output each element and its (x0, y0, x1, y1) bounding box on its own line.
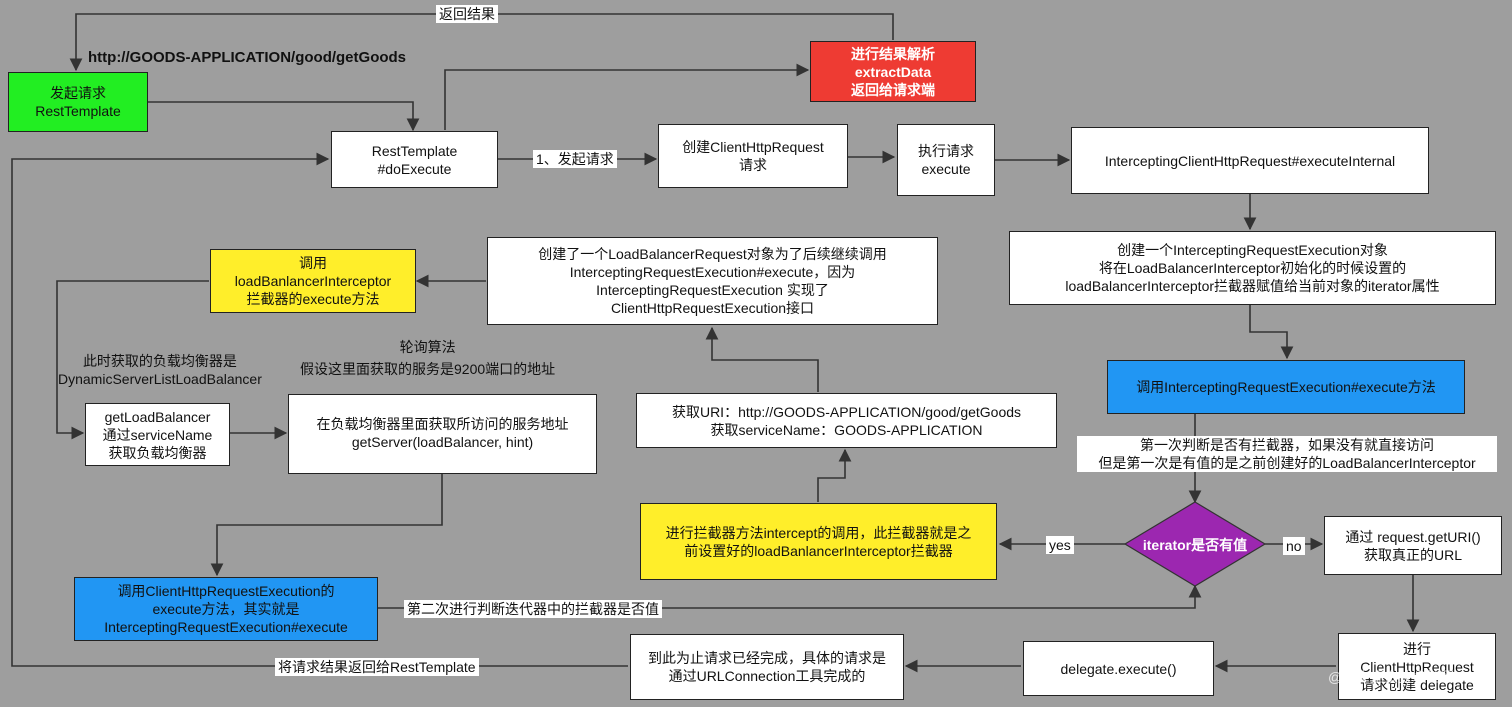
node-get-uri: 获取URI：http://GOODS-APPLICATION/good/getG… (636, 393, 1057, 448)
node-call-lb-interceptor-line1: 调用 (299, 255, 327, 271)
node-parse-line3: 返回给请求端 (851, 81, 935, 98)
arrow-doexec-to-parse (444, 63, 810, 130)
label-lb-type-line1: 此时获取的负载均衡器是 (82, 353, 237, 369)
node-create-execution-line3: loadBalancerInterceptor拦截器赋值给当前对象的iterat… (1065, 278, 1440, 294)
arrow-start-to-doexec (148, 101, 420, 132)
node-get-load-balancer-line1: getLoadBalancer (104, 408, 211, 425)
node-call-client-execution: 调用ClientHttpRequestExecution的 execute方法，… (74, 577, 378, 641)
node-start-line1: 发起请求 (50, 85, 106, 101)
node-get-real-url: 通过 request.getURI() 获取真正的URL (1324, 516, 1502, 575)
node-create-delegate-line2: ClientHttpRequest (1360, 658, 1474, 675)
node-parse-line1: 进行结果解析 (851, 45, 935, 62)
node-get-server-line2: getServer(loadBalancer, hint) (351, 434, 534, 450)
node-create-lb-request: 创建了一个LoadBalancerRequest对象为了后续继续调用 Inter… (487, 237, 938, 325)
node-intercept-call-line2: 前设置好的loadBanlancerInterceptor拦截器 (684, 542, 953, 559)
node-call-lb-interceptor: 调用 loadBanlancerInterceptor 拦截器的execute方… (210, 249, 416, 313)
label-second-check: 第二次进行判断迭代器中的拦截器是否值 (404, 600, 662, 618)
node-request-done-line1: 到此为止请求已经完成，具体的请求是 (648, 650, 886, 666)
node-call-client-execution-line3: InterceptingRequestExecution#execute (104, 619, 348, 635)
watermark: @稀土掘金技术社区 (1328, 669, 1455, 685)
node-call-lb-interceptor-line2: loadBanlancerInterceptor (234, 273, 392, 289)
label-first-check-line1: 第一次判断是否有拦截器，如果没有就直接访问 (1140, 437, 1434, 453)
node-start-line2: RestTemplate (35, 103, 121, 119)
node-get-load-balancer-line2: 通过serviceName (102, 426, 213, 443)
label-first-check: 第一次判断是否有拦截器，如果没有就直接访问 但是第一次是有值的是之前创建好的Lo… (1077, 436, 1497, 472)
node-doexecute: RestTemplate #doExecute (331, 131, 498, 188)
node-create-execution: 创建一个InterceptingRequestExecution对象 将在Loa… (1009, 231, 1496, 305)
arrow-getserver-to-callclient (210, 474, 443, 577)
node-call-execution: 调用InterceptingRequestExecution#execute方法 (1107, 360, 1465, 414)
label-round-robin-line1: 轮询算法 (399, 339, 456, 355)
node-call-client-execution-line1: 调用ClientHttpRequestExecution的 (117, 583, 335, 599)
label-lb-type-line2: DynamicServerListLoadBalancer (58, 371, 262, 387)
label-return-result: 返回结果 (436, 5, 498, 23)
node-get-uri-line2: 获取serviceName：GOODS-APPLICATION (710, 421, 983, 438)
node-request-done-line2: 通过URLConnection工具完成的 (668, 668, 866, 684)
node-create-lb-request-line2: InterceptingRequestExecution#execute，因为 (569, 264, 856, 280)
node-create-execution-line1: 创建一个InterceptingRequestExecution对象 (1117, 242, 1388, 258)
node-delegate-execute: delegate.execute() (1023, 641, 1214, 696)
node-intercepting-request-line1: InterceptingClientHttpRequest#executeInt… (1104, 152, 1396, 169)
node-doexecute-line2: #doExecute (377, 160, 452, 177)
label-first-check-line2: 但是第一次是有值的是之前创建好的LoadBalancerInterceptor (1098, 455, 1476, 471)
label-return-to-resttemplate: 将请求结果返回给RestTemplate (275, 658, 479, 676)
label-lb-type: 此时获取的负载均衡器是 DynamicServerListLoadBalance… (58, 352, 262, 388)
node-call-execution-line1: 调用InterceptingRequestExecution#execute方法 (1136, 379, 1436, 395)
node-execute-request-line2: execute (921, 161, 971, 177)
arrow-calllbi-to-getlb (56, 280, 209, 440)
arrow-geturi-to-createlb (705, 326, 819, 392)
label-request-url: http://GOODS-APPLICATION/good/getGoods (88, 49, 407, 66)
node-get-load-balancer: getLoadBalancer 通过serviceName 获取负载均衡器 (85, 403, 230, 466)
node-decision-label: iterator是否有值 (1142, 537, 1248, 553)
node-create-request-line2: 请求 (739, 157, 767, 173)
node-start: 发起请求 RestTemplate (8, 72, 148, 132)
arrow-create-exec-to-call-exec (1249, 305, 1294, 360)
node-call-client-execution-line2: execute方法，其实就是 (152, 601, 300, 617)
node-create-delegate: 进行 ClientHttpRequest 请求创建 delegate (1338, 633, 1496, 700)
node-get-load-balancer-line3: 获取负载均衡器 (108, 444, 207, 461)
node-execute-request-line1: 执行请求 (918, 143, 974, 159)
node-parse-line2: extractData (854, 63, 932, 80)
node-parse: 进行结果解析 extractData 返回给请求端 (810, 41, 976, 102)
node-intercepting-request: InterceptingClientHttpRequest#executeInt… (1071, 127, 1429, 194)
node-create-request-line1: 创建ClientHttpRequest (682, 139, 824, 155)
node-intercept-call-line1: 进行拦截器方法intercept的调用，此拦截器就是之 (665, 524, 972, 541)
node-request-done: 到此为止请求已经完成，具体的请求是 通过URLConnection工具完成的 (630, 634, 904, 700)
node-create-delegate-line1: 进行 (1403, 640, 1431, 657)
node-get-uri-line1: 获取URI：http://GOODS-APPLICATION/good/getG… (671, 403, 1022, 420)
node-create-lb-request-line1: 创建了一个LoadBalancerRequest对象为了后续继续调用 (538, 246, 887, 262)
node-create-delegate-line3: 请求创建 delegate (1360, 676, 1474, 693)
label-step1: 1、发起请求 (533, 150, 617, 168)
node-create-request: 创建ClientHttpRequest 请求 (658, 124, 848, 188)
node-create-lb-request-line3: InterceptingRequestExecution 实现了 (596, 282, 829, 298)
label-round-robin: 轮询算法 假设这里面获取的服务是9200端口的地址 (300, 336, 555, 380)
node-doexecute-line1: RestTemplate (371, 142, 458, 159)
node-create-execution-line2: 将在LoadBalancerInterceptor初始化的时候设置的 (1098, 260, 1407, 276)
node-create-lb-request-line4: ClientHttpRequestExecution接口 (610, 300, 815, 316)
node-get-server-line1: 在负载均衡器里面获取所访问的服务地址 (316, 416, 569, 432)
node-execute-request: 执行请求 execute (897, 124, 995, 196)
node-intercept-call: 进行拦截器方法intercept的调用，此拦截器就是之 前设置好的loadBan… (640, 503, 997, 580)
node-get-real-url-line2: 获取真正的URL (1363, 546, 1462, 563)
node-get-server: 在负载均衡器里面获取所访问的服务地址 getServer(loadBalance… (288, 394, 597, 474)
decision-diamond (1123, 501, 1267, 587)
label-round-robin-line2: 假设这里面获取的服务是9200端口的地址 (300, 361, 556, 377)
node-delegate-execute-line1: delegate.execute() (1060, 660, 1177, 677)
arrow-intercept-to-geturi (817, 448, 852, 502)
node-call-lb-interceptor-line3: 拦截器的execute方法 (246, 291, 380, 307)
label-yes: yes (1046, 536, 1074, 554)
node-get-real-url-line1: 通过 request.getURI() (1345, 528, 1481, 545)
label-no: no (1283, 537, 1305, 555)
